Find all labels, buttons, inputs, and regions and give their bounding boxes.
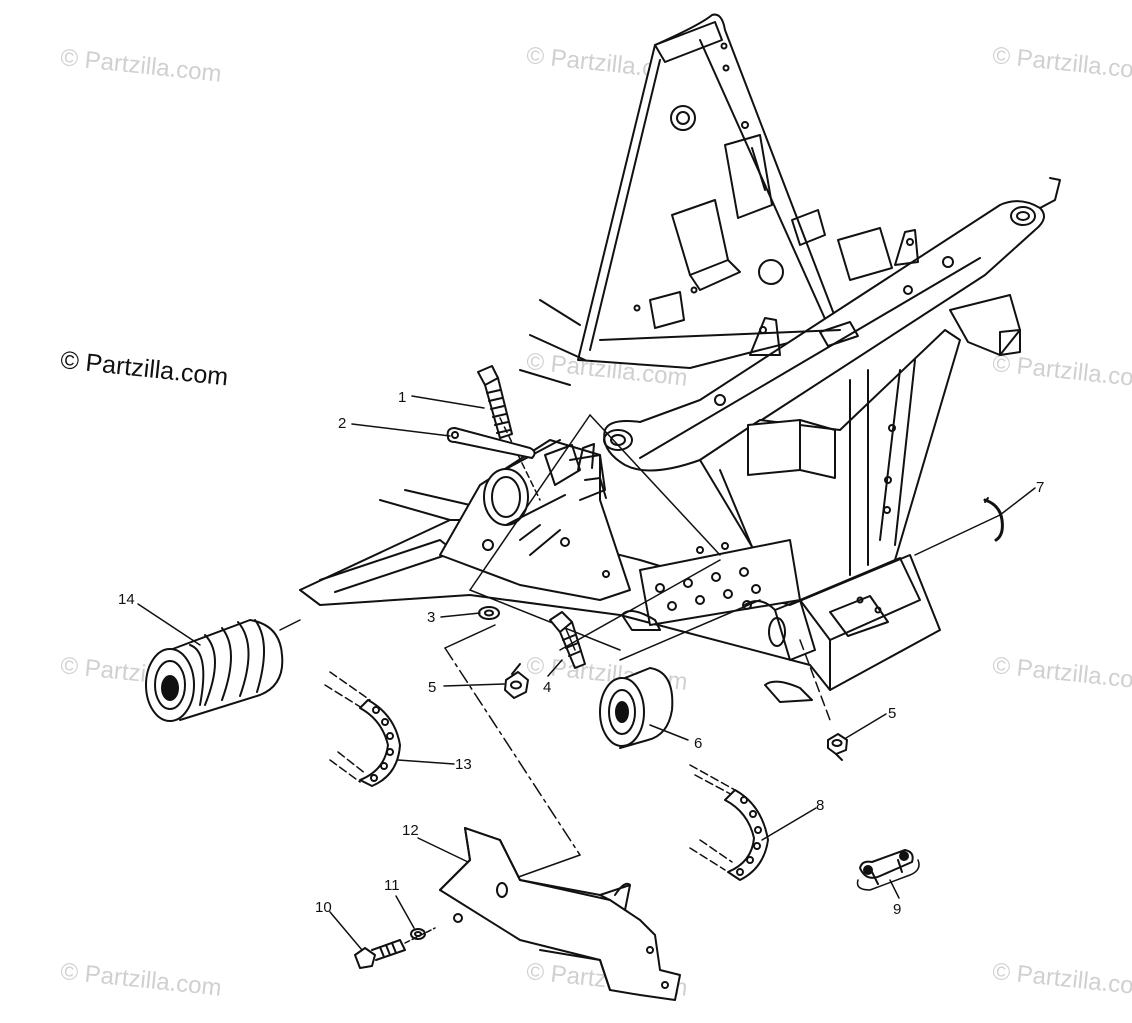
- part-cap-screw: [354, 927, 436, 969]
- part-chain-right: [689, 764, 769, 881]
- pivot-block: [439, 439, 631, 601]
- callout-1: 1: [398, 389, 406, 406]
- callout-5a: 5: [428, 679, 436, 696]
- callout-10: 10: [315, 899, 332, 916]
- part-bolt: [477, 365, 513, 439]
- callout-11: 11: [384, 877, 400, 894]
- callout-labels: 1 2 3 4 5 5 6 7 8 9 10 11 12 13 14: [118, 389, 1044, 918]
- part-bolt-4: [549, 611, 586, 669]
- callout-8: 8: [816, 797, 824, 814]
- part-nut-right: [827, 733, 848, 761]
- assembly-lines: [279, 414, 1001, 881]
- callout-9: 9: [893, 901, 901, 918]
- part-pin: [446, 427, 536, 459]
- part-chain-left: [324, 671, 401, 787]
- callout-4: 4: [543, 679, 551, 696]
- frame-strut: [699, 329, 961, 611]
- callout-12: 12: [402, 822, 419, 839]
- part-nut-left: [504, 663, 529, 699]
- callout-leaders: [137, 395, 1036, 951]
- frame-upper-plate: [577, 13, 841, 369]
- callout-5b: 5: [888, 705, 896, 722]
- callout-14: 14: [118, 591, 135, 608]
- frame-cross-beam: [519, 177, 1061, 472]
- part-spring-roller: [145, 619, 284, 722]
- callout-3: 3: [427, 609, 435, 626]
- part-clip: [983, 497, 1004, 542]
- part-master-link: [856, 849, 920, 891]
- part-lock-washer: [410, 928, 426, 940]
- callout-6: 6: [694, 735, 702, 752]
- part-roller: [599, 667, 674, 749]
- part-washer: [478, 606, 500, 620]
- part-guide-plate: [439, 827, 681, 1001]
- callout-7: 7: [1036, 479, 1044, 496]
- callout-2: 2: [338, 415, 346, 432]
- callout-13: 13: [455, 756, 472, 773]
